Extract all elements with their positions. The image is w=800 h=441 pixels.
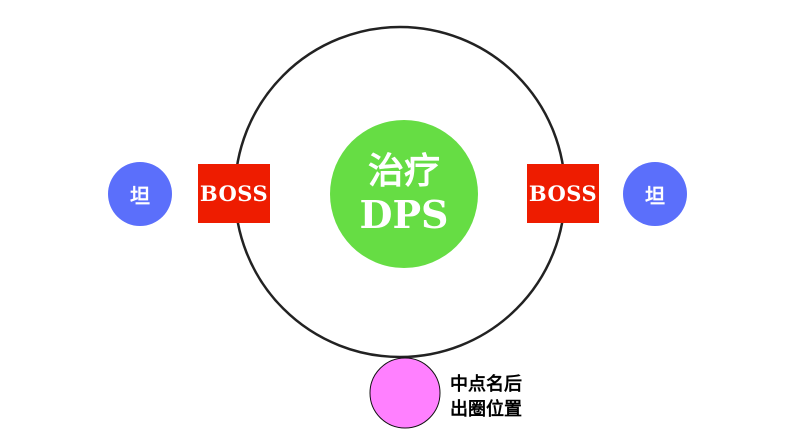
center-label-dps: DPS	[359, 191, 449, 237]
center-circle	[330, 120, 478, 268]
tank-left-circle	[108, 162, 172, 226]
boss-right-label: BOSS	[528, 181, 598, 206]
tank-left-label: 坦	[130, 183, 150, 208]
center-label-healer: 治疗	[367, 151, 440, 193]
boss-right-box	[527, 164, 599, 223]
boss-left-box	[198, 164, 270, 223]
tank-right-label: 坦	[645, 183, 665, 208]
center-label: 治疗 DPS	[330, 120, 478, 268]
tank-right-circle	[623, 162, 687, 226]
spread-note-line1: 中点名后	[450, 374, 522, 395]
boss-left-label: BOSS	[199, 181, 269, 206]
spread-position-circle	[369, 357, 441, 429]
spread-note-line2: 出圈位置	[450, 399, 522, 420]
spread-note: 中点名后 出圈位置	[450, 372, 522, 422]
